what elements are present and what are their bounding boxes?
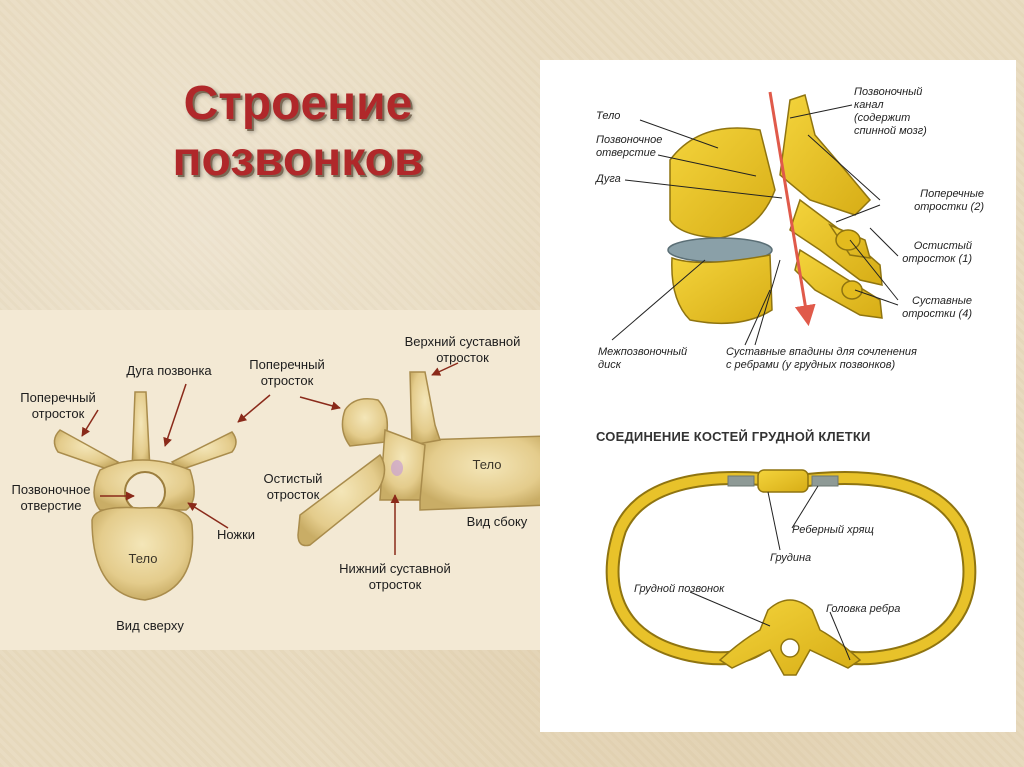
label-rib-head: Головка ребра <box>826 603 926 616</box>
label-arch-right: Дуга <box>596 173 656 186</box>
label-thoracic-vertebra: Грудной позвонок <box>634 583 754 596</box>
label-foramen-right: Позвоночное отверстие <box>596 134 696 160</box>
label-articular-right: Суставные отростки (4) <box>884 295 972 321</box>
thorax-ring <box>613 470 970 675</box>
label-costal-facets: Суставные впадины для сочленения с ребра… <box>726 346 966 372</box>
label-body-right: Тело <box>596 110 656 123</box>
label-transverse-right: Поперечные отростки (2) <box>884 188 984 214</box>
label-costal-cartilage: Реберный хрящ <box>792 524 892 537</box>
thorax-heading: СОЕДИНЕНИЕ КОСТЕЙ ГРУДНОЙ КЛЕТКИ <box>596 429 896 444</box>
label-disc: Межпозвоночный диск <box>598 346 718 372</box>
label-sternum: Грудина <box>770 552 830 565</box>
label-spinous-right: Остистый отросток (1) <box>884 240 972 266</box>
label-spinal-canal: Позвоночный канал (содержит спинной мозг… <box>854 86 984 138</box>
